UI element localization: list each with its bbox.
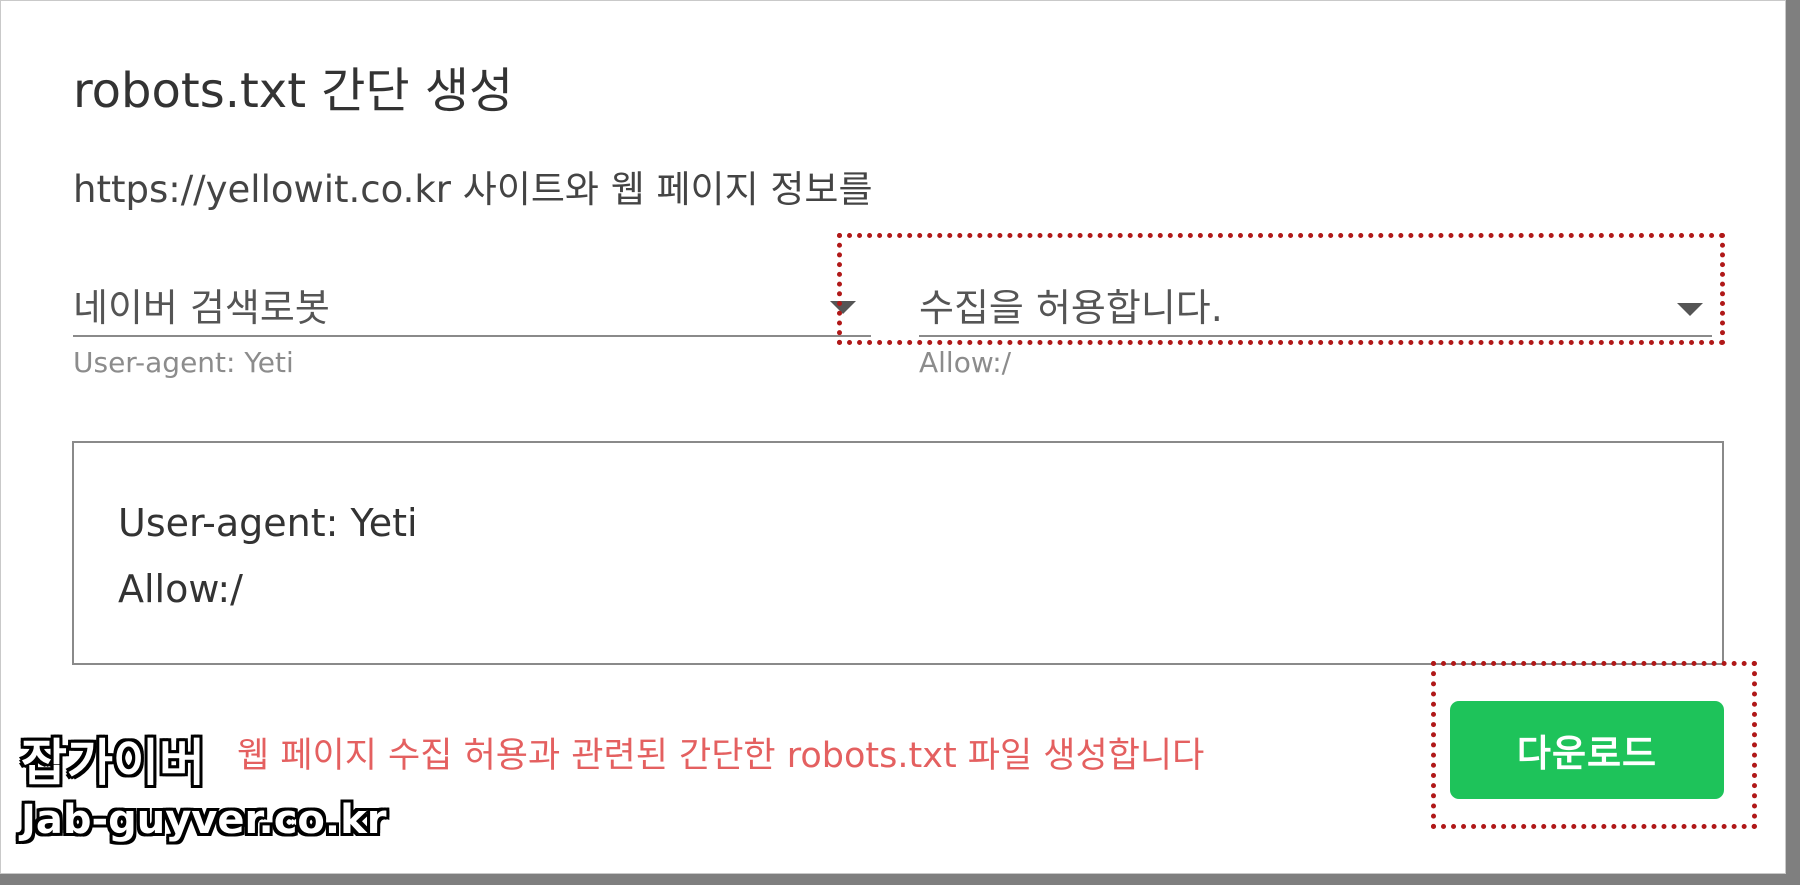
- info-note: 웹 페이지 수집 허용과 관련된 간단한 robots.txt 파일 생성합니다: [237, 736, 1205, 776]
- output-line: User-agent: Yeti: [118, 501, 418, 545]
- output-line: Allow:/: [118, 567, 243, 611]
- page-title: robots.txt 간단 생성: [73, 63, 514, 119]
- robots-output-box[interactable]: User-agent: Yeti Allow:/: [72, 441, 1724, 665]
- permission-select-help: Allow:/: [919, 346, 1012, 379]
- watermark-title: 잡가이버: [21, 734, 205, 792]
- site-description: https://yellowit.co.kr 사이트와 웹 페이지 정보를: [73, 168, 873, 211]
- highlight-box: [1431, 661, 1757, 829]
- highlight-box: [837, 233, 1725, 345]
- chevron-down-icon: [830, 301, 856, 314]
- watermark-url: Jab-guyver.co.kr: [21, 797, 387, 843]
- chevron-down-icon: [1677, 303, 1703, 316]
- robot-select-help: User-agent: Yeti: [73, 346, 294, 379]
- permission-select-value: 수집을 허용합니다.: [919, 286, 1223, 330]
- permission-select[interactable]: 수집을 허용합니다.: [919, 255, 1712, 337]
- robots-generator-card: robots.txt 간단 생성 https://yellowit.co.kr …: [0, 0, 1786, 874]
- download-button[interactable]: 다운로드: [1450, 701, 1724, 799]
- robot-select[interactable]: 네이버 검색로봇: [73, 255, 871, 337]
- robot-select-value: 네이버 검색로봇: [73, 286, 330, 330]
